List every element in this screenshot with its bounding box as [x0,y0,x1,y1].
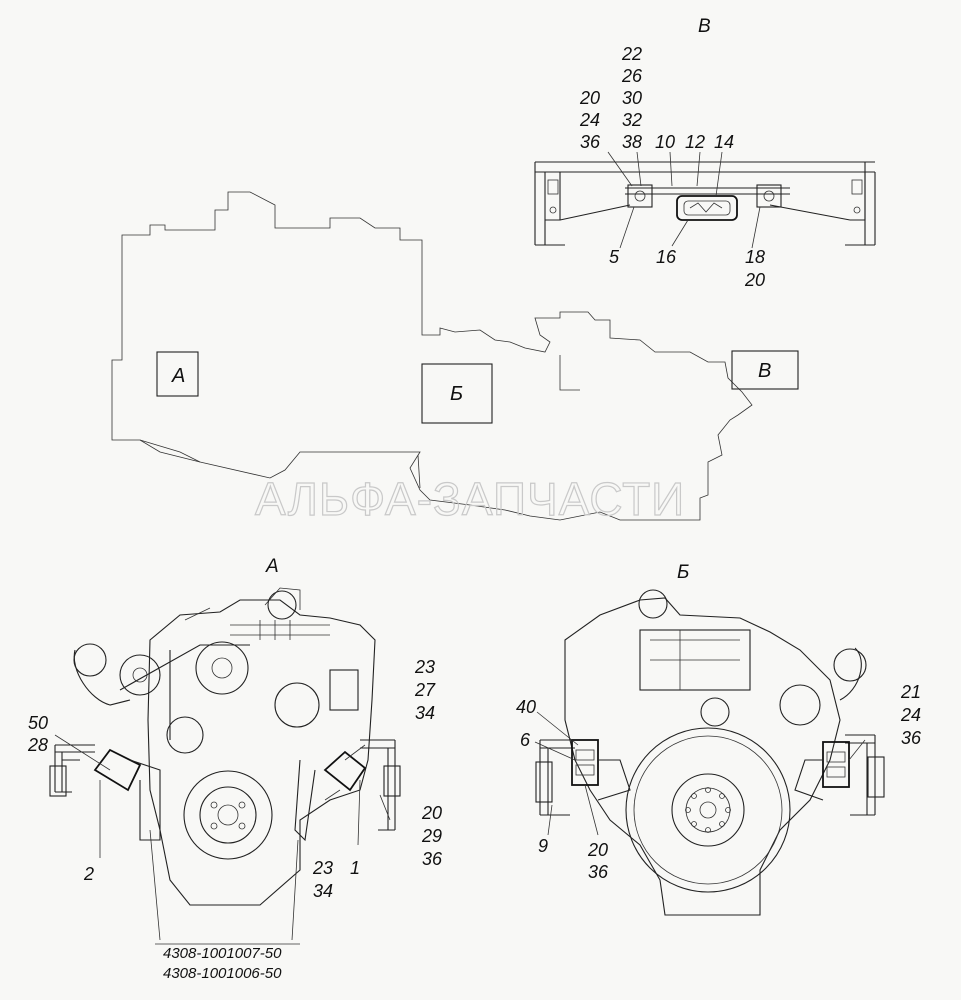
callout-b-36b: 36 [901,728,922,748]
callout-a-23a: 23 [414,657,435,677]
callout-a-34b: 34 [313,881,333,901]
callout-b-6: 6 [520,730,531,750]
callout-v-36: 36 [580,132,601,152]
zone-v-box [731,350,799,390]
view-v-detail: В 22 26 30 32 38 20 24 36 10 12 14 5 16 … [534,16,876,290]
view-v-title: В [698,16,711,37]
callout-v-5: 5 [609,247,620,267]
callout-b-20: 20 [587,840,608,860]
view-a-title: А [265,556,279,577]
callout-a-34a: 34 [415,703,435,723]
callout-a-1: 1 [350,858,360,878]
part-number-2: 4308-1001006-50 [163,965,282,982]
zone-a-box [156,351,199,397]
zone-b-label: Б [450,383,463,405]
zone-b-box [421,363,493,424]
callout-a-2: 2 [83,864,94,884]
callout-v-14: 14 [714,132,734,152]
callout-a-50: 50 [28,713,48,733]
callout-v-24: 24 [579,110,600,130]
callout-v-16: 16 [656,247,677,267]
callout-v-38: 38 [622,132,642,152]
zone-a-label: А [171,365,185,387]
vehicle-outline: А Б В [111,191,799,521]
callout-a-36: 36 [422,849,443,869]
callout-b-21: 21 [900,682,921,702]
callout-v-30: 30 [622,88,642,108]
callout-b-24: 24 [900,705,921,725]
callout-a-28: 28 [27,735,48,755]
view-b-title: Б [677,562,689,583]
view-b-engine: Б 40 6 9 20 [516,562,922,916]
watermark-text: АЛЬФА-ЗАПЧАСТИ [255,473,685,525]
callout-a-29: 29 [421,826,442,846]
callout-v-26: 26 [621,66,643,86]
callout-v-18: 18 [745,247,765,267]
callout-v-20a: 20 [579,88,600,108]
callout-v-22: 22 [621,44,642,64]
callout-b-36a: 36 [588,862,609,882]
callout-a-23b: 23 [312,858,333,878]
callout-b-40: 40 [516,697,536,717]
zone-v-label: В [758,360,771,382]
callout-v-12: 12 [685,132,705,152]
part-number-1: 4308-1001007-50 [163,945,282,962]
callout-a-27: 27 [414,680,436,700]
callout-b-9: 9 [538,836,548,856]
callout-v-10: 10 [655,132,675,152]
callout-v-32: 32 [622,110,642,130]
view-a-engine: А 50 28 2 [27,556,443,982]
callout-v-20b: 20 [744,270,765,290]
callout-a-20: 20 [421,803,442,823]
